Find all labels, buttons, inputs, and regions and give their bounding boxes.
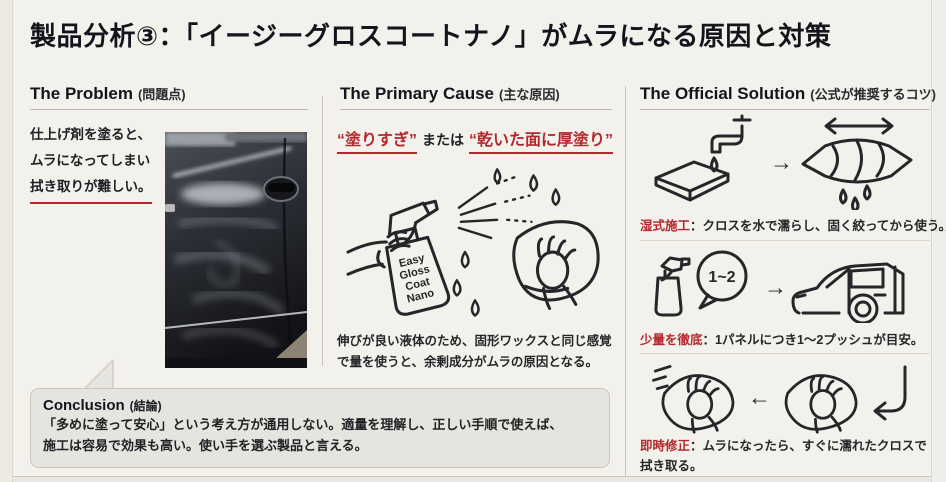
column-divider [625, 86, 626, 476]
cause-heading: The Primary Cause (主な原因) [340, 84, 560, 104]
arrow-right-icon: → [770, 148, 793, 175]
problem-text-line-underlined: 拭き取りが難しい。 [30, 174, 152, 204]
problem-statement: 仕上げ剤を塗ると、 ムラになってしまい 拭き取りが難しい。 [30, 122, 152, 204]
step-divider [640, 240, 930, 241]
conclusion-text-line: 施工は容易で効果も高い。使い手を選ぶ製品と言える。 [43, 437, 368, 453]
problem-heading-note: (問題点) [137, 87, 186, 102]
cause-phrase-dry-surface: “乾いた面に厚塗り” [469, 126, 614, 154]
cause-or-connector: または [422, 132, 465, 148]
bottle-label-line: Coat [404, 276, 431, 294]
conclusion-heading: Conclusion (結論) [43, 397, 597, 415]
cloth-hand-icon [512, 220, 600, 311]
column-rule [340, 109, 612, 110]
conclusion-text-line: 「多めに塗って安心」という考え方が通用しない。適量を理解し、正しい手順で使えば、 [43, 417, 563, 432]
problem-text-line: ムラになってしまい [30, 153, 151, 168]
arrow-left-icon: ← [748, 383, 771, 410]
spray-bottle-icon [376, 199, 451, 316]
push-count-badge: 1~2 [708, 269, 735, 286]
wrung-cloth-icon [801, 117, 913, 210]
return-arrow-icon [873, 365, 907, 421]
step-label: 即時修正 [640, 439, 691, 453]
cause-body-line: で量を使うと、余剰成分がムラの原因となる。 [337, 355, 599, 369]
push-count-bubble [696, 250, 748, 310]
solution-heading: The Official Solution (公式が推奨するコツ) [640, 84, 936, 104]
problem-text-line: 仕上げ剤を塗ると、 [30, 127, 151, 142]
cause-heading-note: (主な原因) [499, 87, 560, 102]
car-door-photo [165, 132, 307, 368]
car-icon [791, 262, 905, 323]
column-rule [30, 109, 308, 110]
wiping-cloth-icon [652, 365, 735, 434]
problem-heading: The Problem (問題点) [30, 84, 186, 104]
cause-body-line: 伸びが良い液体のため、固形ワックスと同じ感覚 [337, 334, 612, 348]
step-body: ：ムラになったら、すぐに濡れたクロスで [690, 439, 927, 453]
solution-heading-note: (公式が推奨するコツ) [810, 87, 936, 102]
cause-key-phrases: “塗りすぎ”または“乾いた面に厚塗り” [337, 126, 614, 154]
page-title: 製品分析③：「イージーグロスコートナノ」がムラになる原因と対策 [30, 21, 832, 51]
conclusion-heading-note: (結論) [129, 399, 162, 413]
slide-left-edge [0, 0, 13, 482]
slide-right-edge [931, 0, 946, 482]
solution-step-text: 即時修正：ムラになったら、すぐに濡れたクロスで 拭き取る。 [640, 436, 927, 476]
cause-illustration: Easy Gloss Coat Nano [346, 168, 600, 317]
step-divider [640, 353, 930, 354]
wiping-cloth-icon [784, 374, 858, 434]
solution-step-text: 湿式施工：クロスを水で濡らし、固く絞ってから使う。 [640, 216, 946, 236]
right-edge-divider [931, 230, 946, 231]
problem-heading-en: The Problem [30, 84, 133, 103]
faucet-wet-cloth-icon [654, 114, 752, 202]
column-rule [640, 109, 930, 110]
step-body: 拭き取る。 [640, 459, 703, 473]
hand-arm-icon [346, 240, 388, 276]
spray-mist-icon [452, 168, 561, 317]
step-body: ：クロスを水で濡らし、固く絞ってから使う。 [690, 219, 946, 233]
conclusion-heading-en: Conclusion [43, 397, 125, 414]
cause-body-text: 伸びが良い液体のため、固形ワックスと同じ感覚 で量を使うと、余剰成分がムラの原因… [337, 331, 612, 373]
step-label: 湿式施工 [640, 219, 691, 233]
cause-phrase-overapply: “塗りすぎ” [337, 126, 418, 154]
spray-bottle-icon: 1~2 [654, 250, 748, 317]
step-label: 少量を徹底 [640, 333, 703, 347]
slide-bottom-edge [13, 476, 931, 482]
solution-step-row: → [648, 114, 917, 210]
solution-step-text: 少量を徹底：1パネルにつき1〜2プッシュが目安。 [640, 330, 923, 350]
bottle-label: Easy Gloss Coat Nano [398, 252, 436, 306]
solution-step-row: ← [648, 360, 913, 434]
step-body: ：1パネルにつき1〜2プッシュが目安。 [702, 333, 924, 347]
solution-step-row: 1~2 → [648, 248, 917, 326]
arrow-right-icon: → [764, 273, 787, 300]
conclusion-bubble-tail [84, 359, 114, 390]
conclusion-bubble: Conclusion (結論) 「多めに塗って安心」という考え方が通用しない。適量… [30, 388, 610, 468]
cause-heading-en: The Primary Cause [340, 84, 495, 103]
column-divider [322, 96, 323, 366]
solution-heading-en: The Official Solution [640, 84, 806, 103]
